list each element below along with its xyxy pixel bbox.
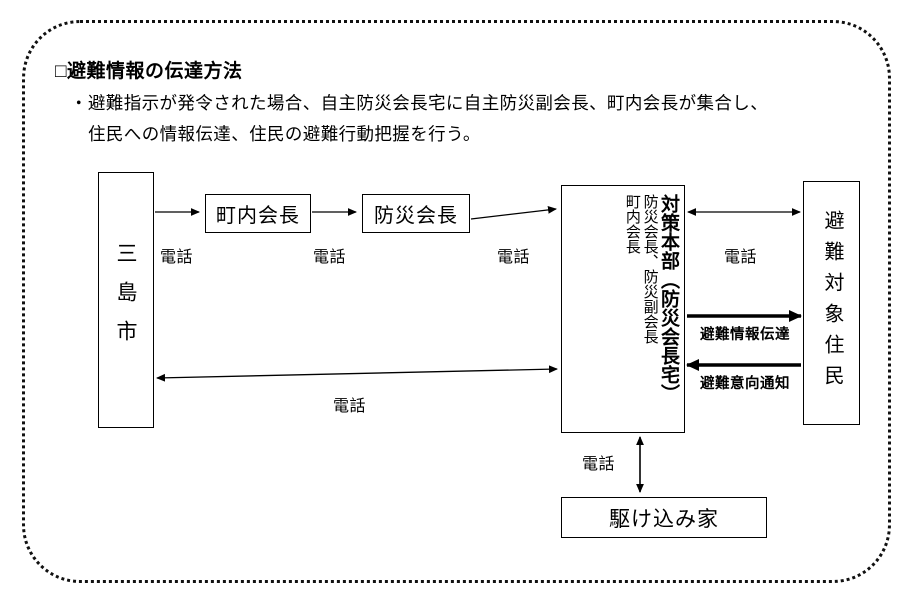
edge-label-phone-chounai-to-bousai: 電話 (313, 249, 347, 266)
edge-label-evacuation-info-transmission: 避難情報伝達 (700, 327, 790, 343)
description-line-2: 住民への情報伝達、住民の避難行動把握を行う。 (88, 124, 481, 144)
description-text: ・避難指示が発令された場合、自主防災会長宅に自主防災副会長、町内会長が集合し、 … (70, 88, 870, 150)
edge-label-phone-city-hq: 電話 (333, 398, 367, 415)
node-headquarters-sub2-label: 町内会長 (623, 194, 640, 254)
node-headquarters: 町内会長 防災会長、防災副会長 対策本部（防災会長宅） (561, 185, 685, 433)
outer-dotted-frame (22, 20, 891, 583)
node-headquarters-main-label: 対策本部（防災会長宅） (658, 194, 679, 403)
node-refuge-house: 駆け込み家 (561, 497, 767, 538)
page-title: □避難情報の伝達方法 (55, 61, 243, 82)
node-headquarters-columns: 町内会長 防災会長、防災副会長 対策本部（防災会長宅） (623, 194, 679, 426)
node-neighborhood-chief: 町内会長 (205, 194, 311, 233)
node-disaster-chief-label: 防災会長 (374, 205, 458, 227)
description-line-1: ・避難指示が発令された場合、自主防災会長宅に自主防災副会長、町内会長が集合し、 (70, 93, 769, 113)
node-target-residents-label: 避難対象住民 (821, 210, 843, 396)
edge-label-phone-hq-to-residents: 電話 (724, 249, 758, 266)
node-disaster-chief: 防災会長 (362, 194, 470, 233)
node-neighborhood-chief-label: 町内会長 (216, 205, 300, 227)
node-refuge-house-label: 駆け込み家 (609, 506, 719, 531)
node-mishima-city-label: 三島市 (114, 241, 139, 359)
edge-label-phone-bousai-to-hq: 電話 (497, 249, 531, 266)
node-headquarters-sub1-label: 防災会長、防災副会長 (641, 194, 658, 344)
edge-label-phone-hq-to-kakekomi: 電話 (582, 456, 616, 473)
node-target-residents: 避難対象住民 (803, 181, 860, 425)
node-mishima-city: 三島市 (98, 172, 154, 428)
edge-label-evacuation-intention-notice: 避難意向通知 (700, 376, 790, 392)
edge-label-phone-city-to-chounai: 電話 (160, 249, 194, 266)
